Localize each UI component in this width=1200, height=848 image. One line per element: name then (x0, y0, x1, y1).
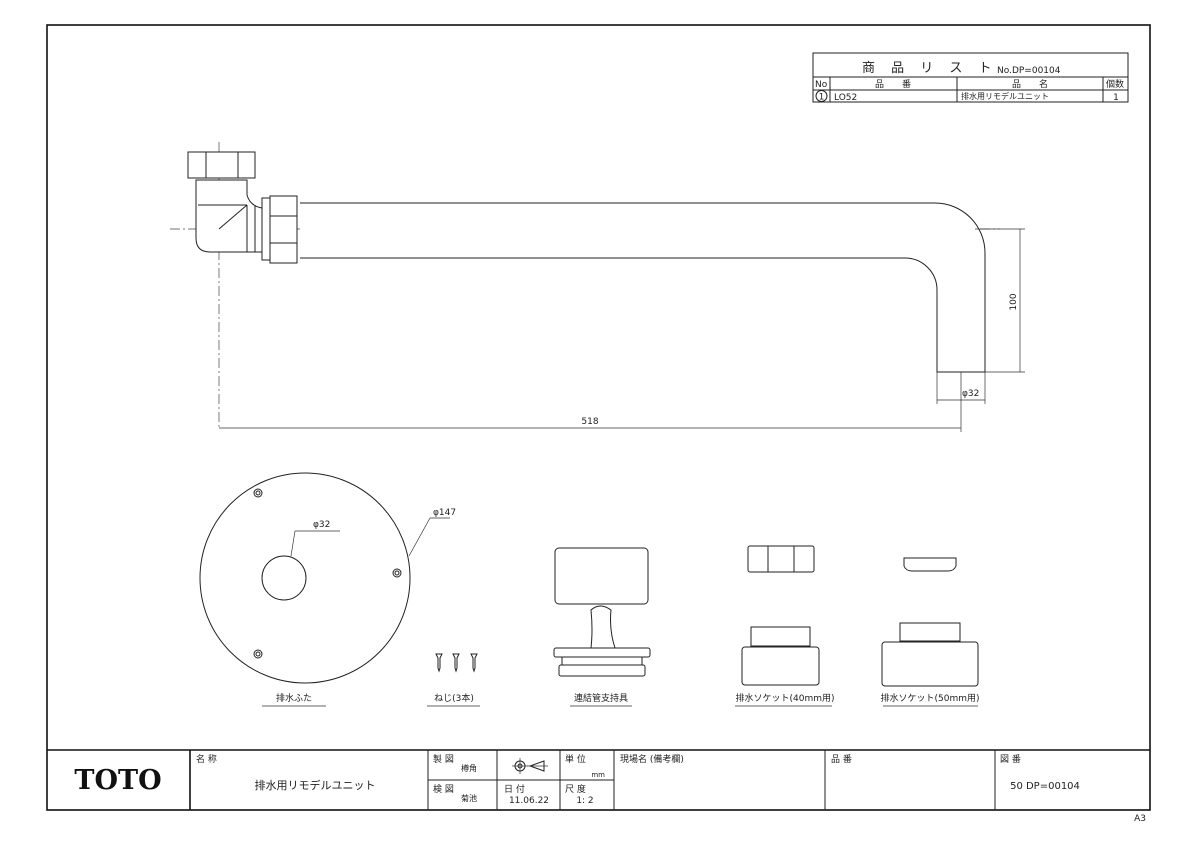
parts-list-title: 商 品 リ ス ト (862, 61, 998, 76)
svg-text:φ32: φ32 (962, 389, 979, 399)
drawing-no-label: 図 番 (1000, 753, 1021, 765)
row-no: 1 (819, 93, 825, 103)
component-label-socket-40: 排水ソケット(40mm用) (735, 692, 834, 704)
header-part-name: 品 名 (1012, 78, 1048, 90)
row-part-name: 排水用リモデルユニット (961, 91, 1049, 101)
elbow-side-nut (261, 195, 298, 264)
drawn-label: 製 図 (433, 753, 454, 765)
dimension-length: 518 (219, 372, 962, 432)
drawn-by: 樽角 (461, 763, 477, 773)
scale-value: 1: 2 (576, 796, 593, 806)
row-qty: 1 (1113, 93, 1119, 103)
component-label-screws: ねじ(3本) (434, 692, 474, 704)
elbow-top-nut (187, 151, 256, 179)
screws: ねじ(3本) (427, 653, 480, 707)
unit-value: mm (591, 771, 605, 779)
elbow-fitting (195, 179, 263, 253)
product-name: 排水用リモデルユニット (255, 778, 376, 792)
drain-pipe (300, 202, 986, 373)
projection-symbol-icon (512, 758, 548, 774)
pipe-support-bracket: 連結管支持具 (553, 547, 651, 707)
drain-cover: φ147 φ32 排水ふた (199, 472, 456, 707)
sheet-size: A3 (1134, 814, 1146, 824)
drain-socket-40mm: 排水ソケット(40mm用) (735, 545, 835, 707)
sheet-frame (46, 24, 1151, 811)
product-no-label: 品 番 (831, 753, 852, 765)
header-no: No (815, 80, 828, 90)
hole-diameter-label: φ32 (313, 520, 330, 530)
svg-text:100: 100 (1009, 293, 1019, 310)
component-label-support: 連結管支持具 (574, 692, 628, 704)
unit-label: 単 位 (565, 753, 586, 765)
parts-list-table: 商 品 リ ス ト No.DP=00104 No 品 番 品 名 個数 1 LO… (812, 52, 1129, 103)
item-number-circle (815, 90, 828, 102)
component-label-cover: 排水ふた (276, 692, 312, 704)
checked-label: 検 図 (433, 783, 454, 795)
cover-diameter-label: φ147 (433, 508, 456, 518)
pipe-assembly-view: 100 φ32 518 (170, 142, 1025, 432)
cover-center-hole (261, 555, 307, 601)
site-name-label: 現場名 (備考欄) (620, 753, 684, 765)
drain-socket-50mm: 排水ソケット(50mm用) (880, 557, 980, 707)
toto-logo: TOTO (74, 765, 161, 796)
name-label: 名 称 (196, 753, 217, 765)
checked-by: 菊池 (461, 793, 477, 803)
header-qty: 個数 (1106, 78, 1124, 90)
component-label-socket-50: 排水ソケット(50mm用) (880, 692, 979, 704)
svg-text:518: 518 (581, 417, 598, 427)
parts-list-doc-no: No.DP=00104 (997, 66, 1061, 76)
title-block: TOTO 名 称 排水用リモデルユニット 製 図 樽角 検 図 菊池 日 付 1… (47, 749, 1150, 824)
dimension-height: 100 (975, 228, 1025, 373)
header-part-no: 品 番 (875, 78, 911, 90)
date-value: 11.06.22 (509, 796, 549, 806)
date-label: 日 付 (504, 784, 525, 795)
drawing-no: 50 DP=00104 (1010, 781, 1080, 792)
scale-label: 尺 度 (565, 783, 586, 795)
row-part-no: LO52 (834, 93, 857, 103)
